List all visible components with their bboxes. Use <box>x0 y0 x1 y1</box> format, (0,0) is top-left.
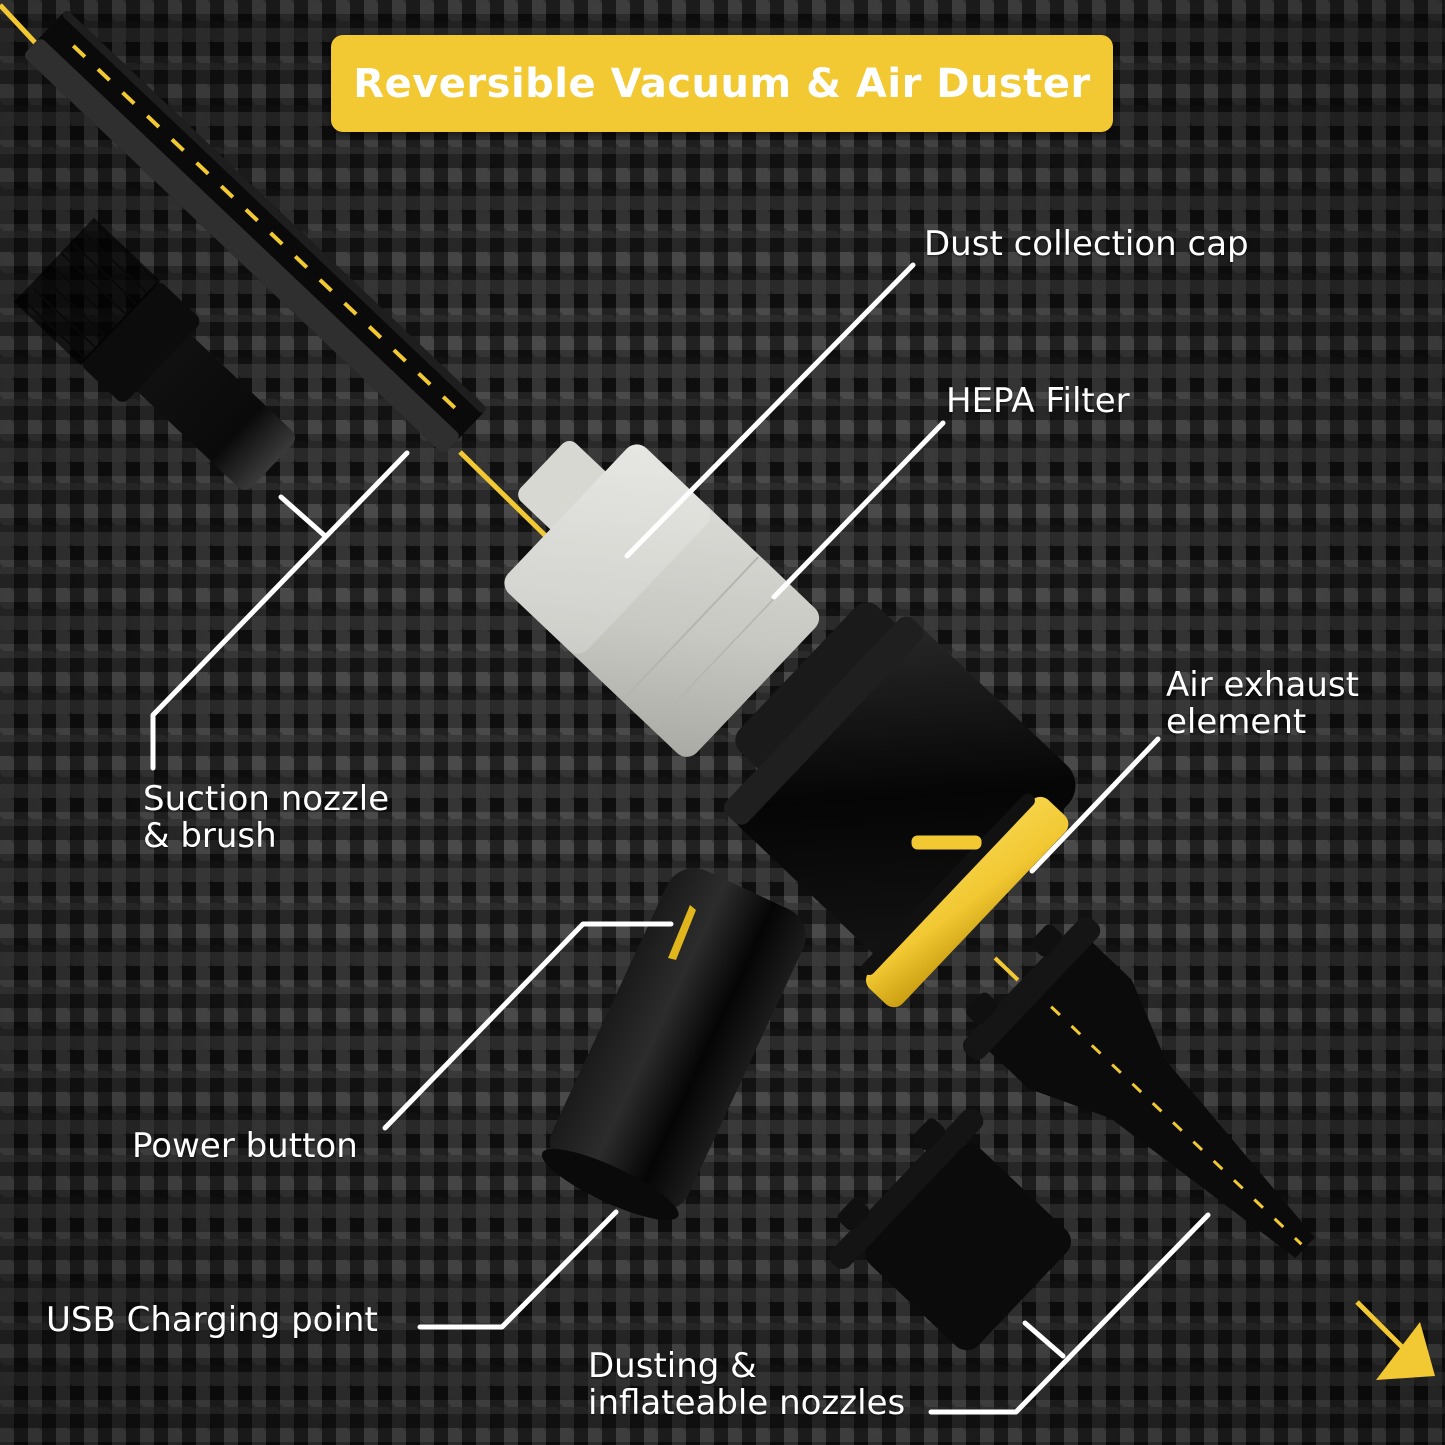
dust-cap-and-hepa-filter <box>504 440 820 757</box>
airflow-dash-exhaust <box>993 956 1020 982</box>
label-dusting-line2: inflateable nozzles <box>588 1383 906 1423</box>
label-suction-line2: & brush <box>143 816 277 856</box>
leader-line-usb <box>417 1209 619 1330</box>
page-title: Reversible Vacuum & Air Duster <box>353 60 1091 107</box>
leader-line-hepa <box>771 420 946 600</box>
leader-line-dusting-branch <box>1022 1320 1066 1359</box>
crevice-nozzle <box>25 10 486 453</box>
label-air-exhaust-line1: Air exhaust <box>1166 665 1359 705</box>
inflate-nozzle <box>829 1108 1071 1351</box>
label-air-exhaust-line2: element <box>1166 702 1307 742</box>
label-usb-charging: USB Charging point <box>46 1300 378 1340</box>
leader-line-dust-cap <box>624 262 916 559</box>
title-badge: Reversible Vacuum & Air Duster <box>331 35 1113 132</box>
label-power-button: Power button <box>132 1126 358 1166</box>
airflow-arrow-out <box>1355 1300 1435 1380</box>
power-button <box>668 905 696 960</box>
label-suction-line1: Suction nozzle <box>143 779 390 819</box>
leader-line-dusting <box>928 1212 1211 1415</box>
leader-line-air-exhaust <box>1029 736 1161 874</box>
label-dusting-line1: Dusting & <box>588 1346 757 1386</box>
label-suction-nozzle: Suction nozzle & brush <box>143 781 389 855</box>
exhaust-ring <box>861 793 1069 1008</box>
brush-nozzle <box>14 217 295 490</box>
leader-line-suction-branch <box>278 494 327 538</box>
label-dusting-nozzles: Dusting & inflateable nozzles <box>588 1348 905 1422</box>
label-dust-collection-cap: Dust collection cap <box>924 224 1249 264</box>
label-air-exhaust: Air exhaust element <box>1166 667 1359 741</box>
handle <box>541 868 806 1221</box>
airflow-arrow-in <box>0 3 44 52</box>
leader-line-power <box>382 921 674 1131</box>
cone-nozzle <box>962 916 1315 1258</box>
leader-line-suction <box>150 450 410 771</box>
label-hepa-filter: HEPA Filter <box>946 381 1130 421</box>
